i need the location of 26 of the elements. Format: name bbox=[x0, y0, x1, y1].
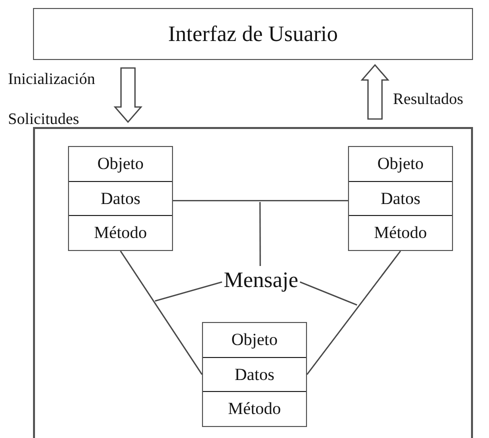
object-row: Método bbox=[349, 215, 452, 250]
connector-line bbox=[306, 250, 402, 375]
arrow-label: Resultados bbox=[393, 90, 464, 110]
object-row: Método bbox=[203, 391, 306, 426]
object-box bbox=[348, 146, 453, 251]
hollow-arrow bbox=[114, 67, 142, 123]
connector-line bbox=[120, 250, 203, 375]
hollow-arrow bbox=[360, 64, 390, 120]
connector-line bbox=[173, 200, 348, 202]
object-box bbox=[202, 322, 307, 427]
leader-line bbox=[259, 202, 261, 266]
object-row: Datos bbox=[69, 180, 172, 216]
message-label: Mensaje bbox=[222, 266, 300, 294]
object-row: Datos bbox=[349, 180, 452, 216]
object-row: Método bbox=[69, 215, 172, 250]
leader-line bbox=[300, 281, 358, 306]
object-row-text: Objeto bbox=[230, 328, 279, 351]
leader-line bbox=[154, 281, 222, 302]
interface-box bbox=[33, 8, 473, 60]
system-frame bbox=[33, 127, 473, 438]
box-title: Interfaz de Usuario bbox=[167, 21, 339, 47]
arrow-label: Inicialización Solicitudes bbox=[8, 70, 96, 130]
object-row-text: Objeto bbox=[376, 152, 425, 175]
object-box bbox=[68, 146, 173, 251]
object-row-text: Objeto bbox=[96, 152, 145, 175]
object-row: Datos bbox=[203, 356, 306, 392]
